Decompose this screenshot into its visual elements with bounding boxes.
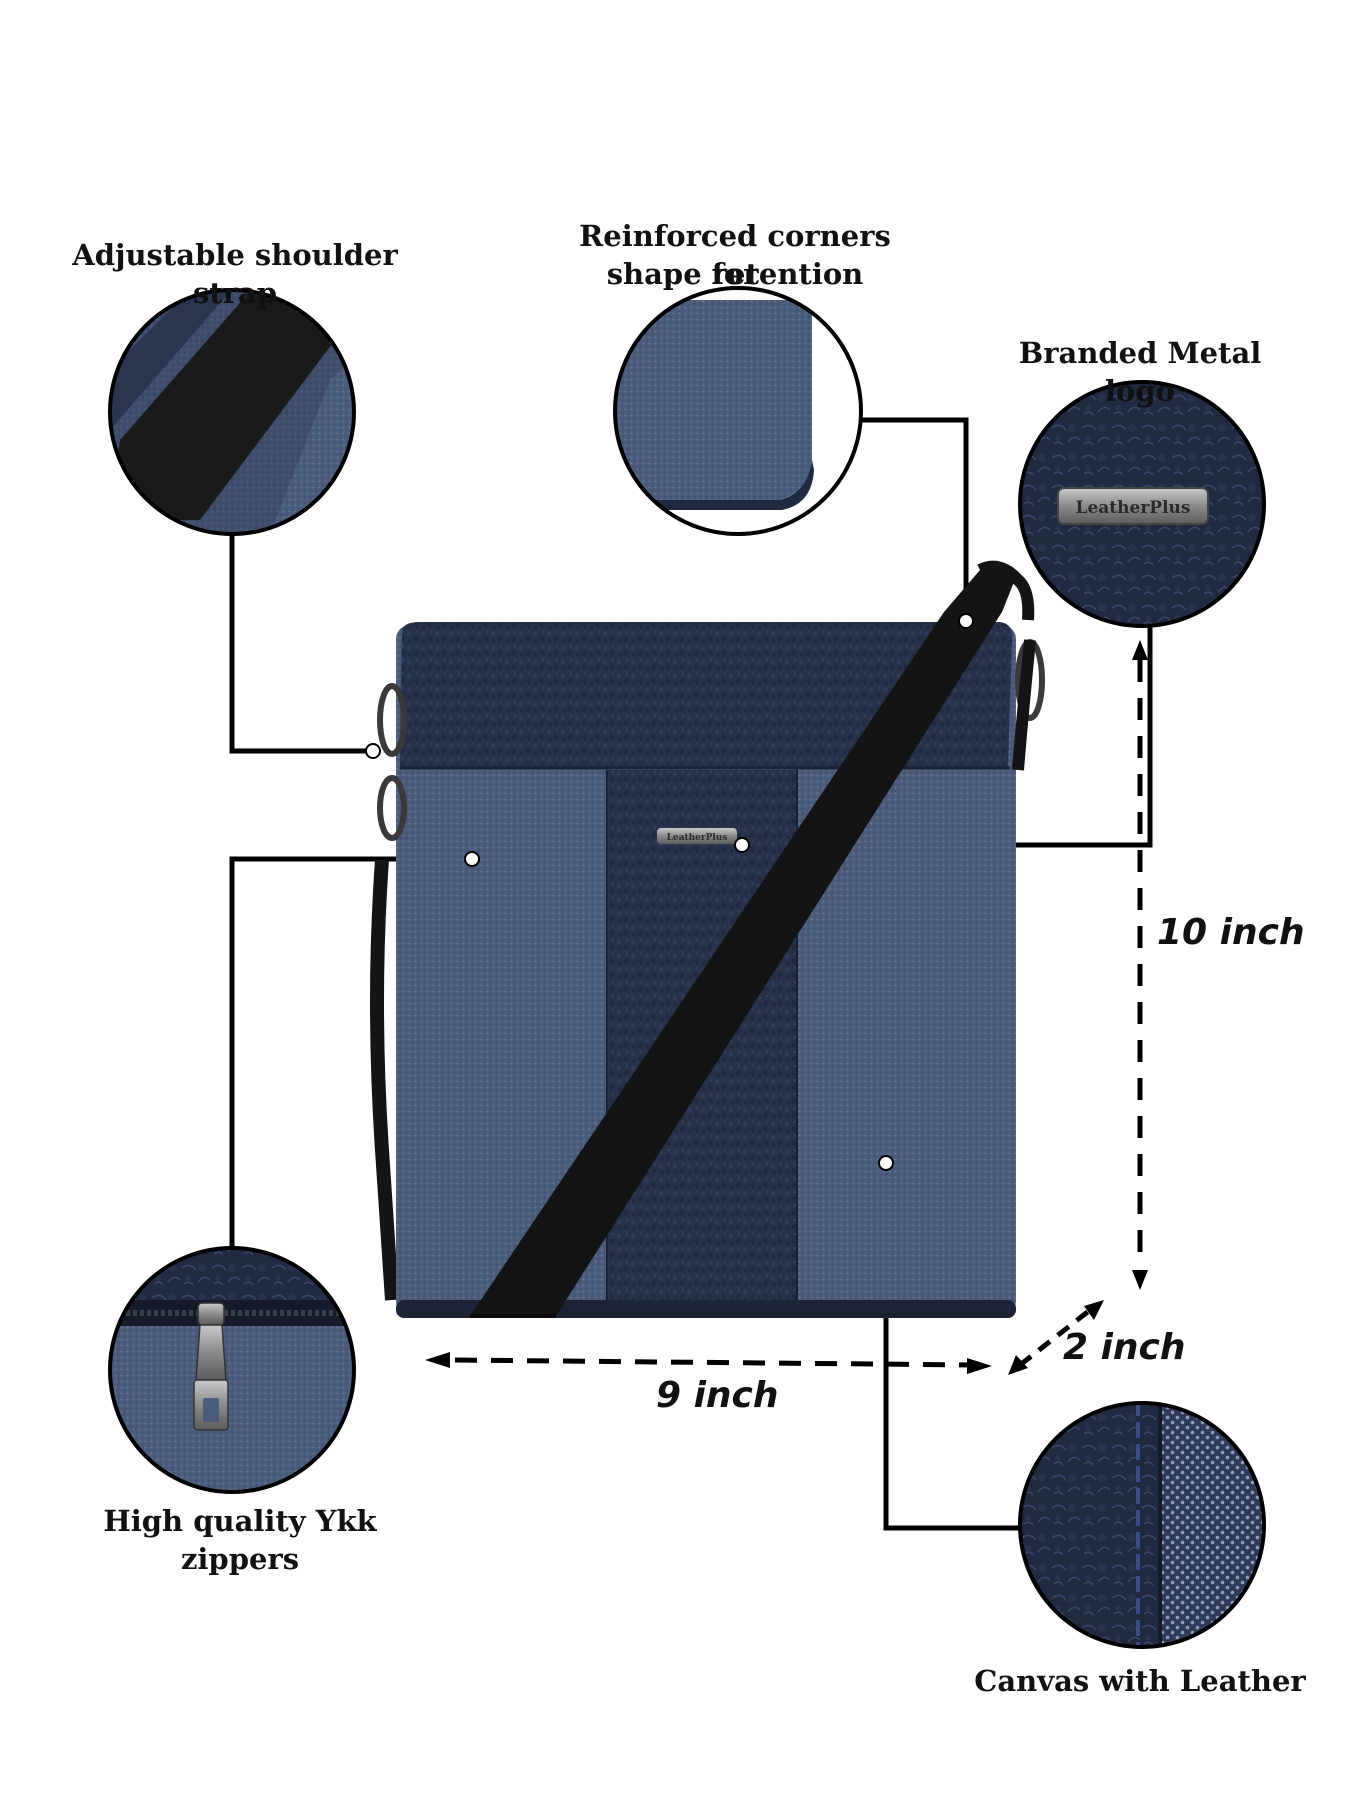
label-reinforced-corners-line2: shape retention (606, 257, 864, 291)
dimension-width-arrow (425, 1352, 992, 1374)
label-canvas-with-leather: Canvas with Leather (974, 1664, 1306, 1698)
label-high-quality-zippers: High quality Ykk zippers (103, 1504, 377, 1576)
connector-dots (365, 613, 974, 1171)
connector-zippers (229, 856, 472, 1248)
dimension-depth-arrow (1008, 1300, 1104, 1375)
dimension-height-arrow (1132, 640, 1148, 1290)
bag-strap-back (370, 859, 399, 1301)
dimension-width-label: 9 inch (656, 1375, 779, 1416)
detail-circle-strap (108, 288, 356, 536)
logo-plate-closeup (1057, 487, 1209, 525)
connector-strap (229, 534, 373, 754)
detail-circle-canvas (1018, 1401, 1266, 1649)
bag-top-panel (400, 622, 1013, 768)
label-reinforced-corners-line1: Reinforced corners for (579, 219, 891, 291)
bag-side-hardware-right (1012, 639, 1045, 771)
dimension-height-label: 10 inch (1157, 912, 1305, 953)
connector-corners (861, 417, 969, 621)
connector-lines (229, 417, 1153, 1531)
label-branded-metal-logo: Branded Metal logo (1018, 336, 1262, 408)
bag-side-hardware-left (377, 683, 407, 841)
detail-circle-logo: LeatherPlus (1018, 380, 1266, 628)
bag-shoulder-strap (470, 563, 1018, 1316)
dimension-depth-label: 2 inch (1063, 1327, 1186, 1368)
label-adjustable-shoulder-strap: Adjustable shoulder strap (72, 238, 398, 310)
svg-text:LeatherPlus: LeatherPlus (1076, 498, 1191, 518)
messenger-bag: LeatherPlus (370, 560, 1045, 1318)
detail-circle-zipper (108, 1246, 356, 1494)
detail-circle-corners (613, 286, 863, 536)
bag-logo-plate: LeatherPlus (657, 828, 737, 844)
svg-text:LeatherPlus: LeatherPlus (667, 833, 728, 843)
zipper-pull-icon (193, 1302, 229, 1431)
